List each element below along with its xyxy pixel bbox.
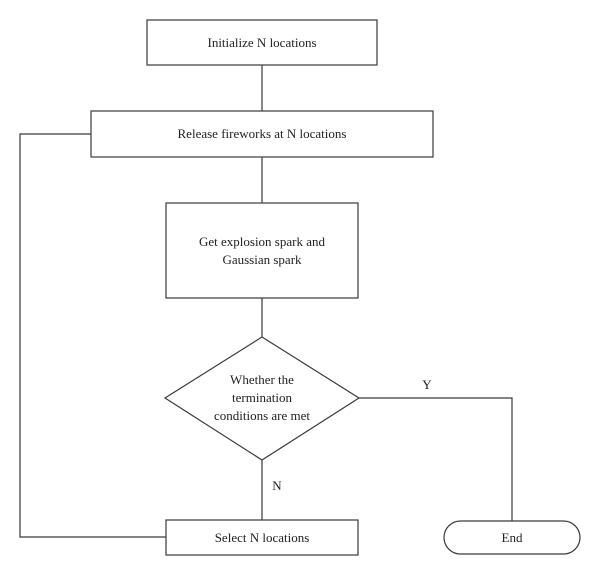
init-label: Initialize N locations [207, 35, 316, 50]
spark-label-line1: Get explosion spark and [199, 234, 326, 249]
end-label: End [502, 530, 523, 545]
spark-box [165, 202, 359, 299]
decision-label-line1: Whether the [230, 372, 294, 387]
select-label: Select N locations [215, 530, 310, 545]
spark-label-line2: Gaussian spark [222, 252, 302, 267]
decision-diamond [163, 336, 361, 461]
release-label: Release fireworks at N locations [178, 126, 347, 141]
select-box [165, 519, 359, 556]
end-terminator [443, 520, 581, 555]
release-box [90, 110, 434, 158]
decision-label-line3: conditions are met [214, 408, 310, 423]
connector-decision-to-end [359, 397, 513, 521]
no-edge-label: N [272, 478, 282, 493]
connector-select-loop-to-release [19, 133, 166, 538]
init-box [146, 19, 378, 66]
yes-edge-label: Y [422, 377, 432, 392]
decision-label-line2: termination [232, 390, 292, 405]
